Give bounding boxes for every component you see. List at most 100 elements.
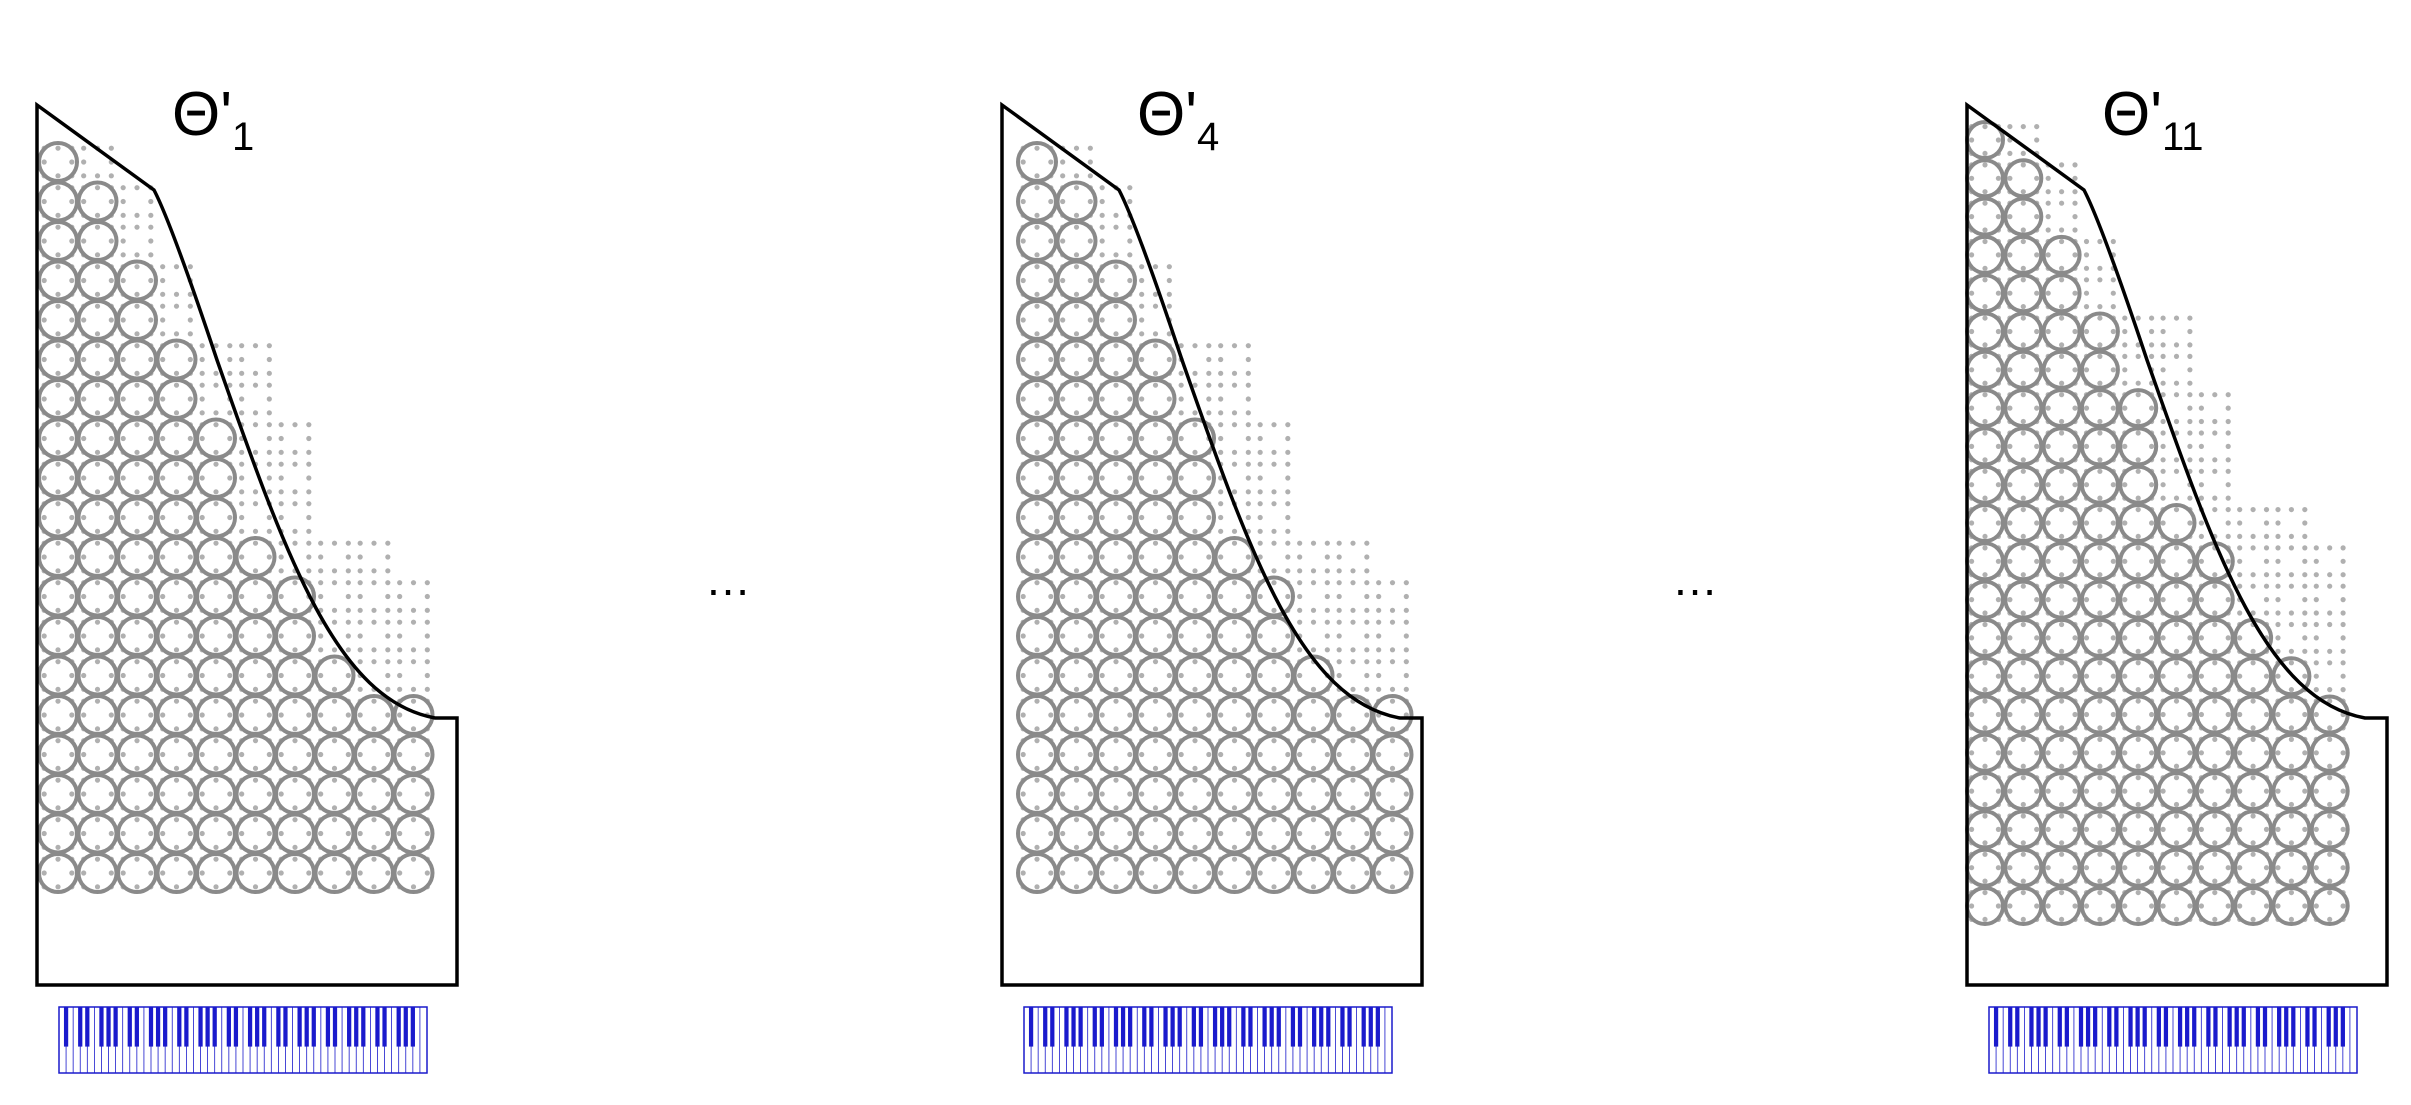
circle-element [2003,847,2044,888]
circle-element [2156,694,2197,735]
circle-element [2041,579,2082,620]
circle-element [2079,349,2120,390]
circle-element [2041,388,2082,429]
circle-element [2156,503,2197,543]
ellipsis-separator-1: … [705,553,751,605]
circle-element [2156,847,2197,888]
circle-element [2003,771,2044,812]
circle-grid [37,141,435,894]
circle-element [2079,656,2120,697]
circle-element [2156,656,2197,697]
circle-element [2118,388,2159,429]
circle-element [2309,809,2350,850]
circle-element [2041,771,2082,812]
circle-element [2003,656,2044,697]
circle-element [2003,694,2044,735]
circle-element [2271,809,2312,850]
circle-element [2118,886,2159,926]
circle-element [2233,694,2274,735]
piano-outline [35,101,459,987]
circle-grid [1016,141,1414,894]
circle-element [2156,809,2197,850]
circle-element [2079,886,2120,926]
circle-element [2194,732,2235,773]
circle-element [2118,771,2159,812]
circle-element [2271,694,2312,735]
circle-element [2194,656,2235,697]
circle-element [2118,617,2159,658]
circle-element [2079,694,2120,735]
circle-element [2041,886,2082,926]
keyboard-icon [58,1006,428,1074]
circle-element [2079,541,2120,582]
circle-element [2041,617,2082,658]
circle-element [2271,732,2312,773]
panel-theta-4: Θ'4 [1000,80,1424,1074]
piano-outline [1965,101,2389,987]
circle-element [2079,426,2120,467]
circle-element [2079,617,2120,658]
circle-element [2194,579,2235,620]
circle-element [2271,847,2312,888]
circle-element [2194,847,2235,888]
circle-element [2194,809,2235,850]
circle-element [2233,771,2274,812]
circle-element [2041,809,2082,850]
panel-theta-11: Θ'11 [1965,80,2389,1074]
circle-element [2003,541,2044,582]
circle-element [2041,464,2082,505]
circle-element [2041,694,2082,735]
circle-element [2156,541,2197,582]
circle-element [2003,617,2044,658]
circle-element [2003,503,2044,543]
circle-element [2156,886,2197,926]
circle-element [2079,847,2120,888]
circle-element [2003,579,2044,620]
circle-element [2041,656,2082,697]
circle-element [2041,503,2082,543]
circle-element [2041,311,2082,352]
circle-element [2309,732,2350,773]
circle-element [2118,503,2159,543]
circle-element [2041,426,2082,467]
panel-label-subscript: 11 [2162,115,2204,159]
circle-element [2156,617,2197,658]
circle-element [2079,809,2120,850]
circle-element [2003,426,2044,467]
circle-element [2118,656,2159,697]
circle-element [2118,732,2159,773]
circle-element [2003,388,2044,429]
circle-element [2233,656,2274,697]
circle-element [2194,886,2235,926]
panel-label: Θ' [172,80,232,149]
circle-element [2156,771,2197,812]
circle-element [2271,656,2312,697]
circle-element [2003,464,2044,505]
circle-element [2118,579,2159,620]
circle-element [2003,234,2044,275]
circle-element [2309,847,2350,888]
circle-element [1371,852,1414,894]
piano-outline [1000,101,1424,987]
circle-element [2003,886,2044,926]
panel-label-subscript: 1 [232,115,254,159]
circle-element [2041,732,2082,773]
circle-element [2003,158,2044,199]
circle-element [2156,732,2197,773]
circle-element [2003,196,2044,237]
circle-element [2041,847,2082,888]
panel-label: Θ' [2102,80,2162,149]
circle-element [2118,541,2159,582]
circle-element [2079,503,2120,543]
circle-element [2156,579,2197,620]
circle-element [2118,847,2159,888]
keyboard-icon [1988,1006,2358,1074]
circle-element [2233,847,2274,888]
circle-element [2118,426,2159,467]
circle-element [2118,694,2159,735]
circle-element [2003,809,2044,850]
circle-element [2079,771,2120,812]
circle-element [2233,809,2274,850]
circle-element [2118,464,2159,505]
circle-element [2003,273,2044,314]
